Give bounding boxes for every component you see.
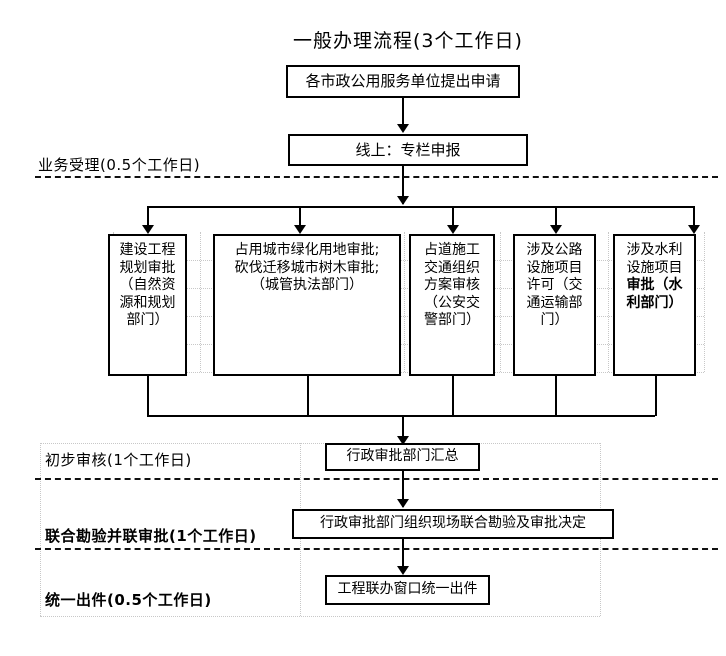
grid-guide-horizontal <box>40 616 600 617</box>
node-parallel-water: 涉及水利 设施项目 审批（水 利部门） <box>613 234 696 376</box>
connector-apply-to-online <box>402 98 404 125</box>
connector-survey-to-output <box>402 539 404 573</box>
connector-merge-to-summary <box>402 415 404 445</box>
line: 设施项目 <box>626 259 683 276</box>
node-parallel-highway-label: 涉及公路 设施项目 许可（交 通运输部 门） <box>519 242 590 330</box>
node-parallel-traffic: 占道施工 交通组织 方案审核 （公安交 警部门） <box>409 234 495 376</box>
line: （公安交 <box>424 294 480 311</box>
line: 源和规划 <box>119 294 176 311</box>
line: 方案审核 <box>424 277 480 293</box>
line: 部门） <box>126 312 169 328</box>
node-apply-label: 各市政公用服务单位提出申请 <box>305 72 501 91</box>
fanout-drop-highway <box>555 206 557 232</box>
grid-guide-vertical <box>704 232 705 372</box>
arrowhead-apply-to-online <box>397 124 409 133</box>
node-output: 工程联办窗口统一出件 <box>325 575 490 605</box>
line: 审批（水 <box>626 277 683 293</box>
merge-bus <box>147 415 655 417</box>
grid-guide-vertical <box>40 443 41 616</box>
grid-guide-horizontal <box>40 443 600 444</box>
grid-guide-vertical <box>608 232 609 372</box>
arrowhead-merge-to-summary <box>397 436 409 445</box>
merge-riser-traffic <box>452 376 454 416</box>
arrowhead-online-to-fanout <box>397 196 409 205</box>
line: 通运输部 <box>526 294 583 311</box>
node-survey-label: 行政审批部门组织现场联合勘验及审批决定 <box>320 515 586 532</box>
arrowhead-survey-to-output <box>397 566 409 575</box>
node-parallel-water-label: 涉及水利 设施项目 审批（水 利部门） <box>619 242 690 312</box>
node-parallel-planning-label: 建设工程 规划审批 （自然资 源和规划 部门） <box>114 242 181 330</box>
stage-label-joint: 联合勘验并联审批(1个工作日) <box>45 527 257 545</box>
line: （城管执法部门） <box>251 277 363 293</box>
node-summary-label: 行政审批部门汇总 <box>346 448 459 465</box>
merge-riser-highway <box>555 376 557 416</box>
node-online-label: 线上：专栏申报 <box>355 140 461 159</box>
grid-guide-vertical <box>404 232 405 372</box>
stage-separator-joint <box>35 548 718 550</box>
grid-guide-vertical <box>500 232 501 372</box>
node-parallel-greening-label: 占用城市绿化用地审批; 砍伐迁移城市树木审批; （城管执法部门） <box>219 242 395 295</box>
fanout-drop-traffic <box>452 206 454 232</box>
fanout-drop-planning <box>147 206 149 232</box>
line: 涉及水利 <box>626 242 683 258</box>
node-parallel-traffic-label: 占道施工 交通组织 方案审核 （公安交 警部门） <box>415 242 489 330</box>
arrowhead-fanout-greening <box>294 225 306 234</box>
arrowhead-fanout-water <box>688 225 700 234</box>
node-online: 线上：专栏申报 <box>288 134 528 166</box>
line: （自然资 <box>119 277 176 293</box>
node-output-label: 工程联办窗口统一出件 <box>337 581 478 598</box>
merge-riser-planning <box>147 376 149 416</box>
stage-label-intake: 业务受理(0.5个工作日) <box>38 156 201 174</box>
line: 警部门） <box>424 312 480 328</box>
node-parallel-planning: 建设工程 规划审批 （自然资 源和规划 部门） <box>108 234 187 376</box>
diagram-title: 一般办理流程(3个工作日) <box>293 30 523 52</box>
line: 砍伐迁移城市树木审批; <box>234 259 380 276</box>
line: 设施项目 <box>526 259 583 276</box>
grid-guide-horizontal <box>113 260 704 261</box>
node-survey: 行政审批部门组织现场联合勘验及审批决定 <box>292 509 614 539</box>
grid-guide-horizontal <box>113 344 704 345</box>
fanout-bus <box>147 206 693 208</box>
line: 涉及公路 <box>526 242 583 258</box>
node-summary: 行政审批部门汇总 <box>325 443 480 471</box>
line: 许可（交 <box>526 277 583 293</box>
merge-riser-water <box>655 376 657 416</box>
connector-summary-to-survey <box>402 471 404 507</box>
line: 门） <box>540 312 569 328</box>
line: 利部门） <box>626 294 683 311</box>
grid-guide-horizontal <box>113 372 704 373</box>
line: 规划审批 <box>119 259 176 276</box>
node-parallel-highway: 涉及公路 设施项目 许可（交 通运输部 门） <box>513 234 596 376</box>
connector-online-to-fanout <box>402 166 404 204</box>
line: 交通组织 <box>424 259 480 276</box>
node-apply: 各市政公用服务单位提出申请 <box>286 65 520 98</box>
arrowhead-fanout-highway <box>550 225 562 234</box>
grid-guide-horizontal <box>113 316 704 317</box>
arrowhead-fanout-traffic <box>447 225 459 234</box>
grid-guide-horizontal <box>113 288 704 289</box>
fanout-drop-water <box>693 206 695 232</box>
grid-guide-vertical <box>200 232 201 372</box>
arrowhead-summary-to-survey <box>397 499 409 508</box>
fanout-drop-greening <box>299 206 301 232</box>
stage-label-issue: 统一出件(0.5个工作日) <box>45 591 212 609</box>
arrowhead-fanout-planning <box>142 225 154 234</box>
stage-label-review: 初步审核(1个工作日) <box>45 451 192 469</box>
merge-riser-greening <box>307 376 309 416</box>
node-parallel-greening: 占用城市绿化用地审批; 砍伐迁移城市树木审批; （城管执法部门） <box>213 234 401 376</box>
stage-separator-intake <box>35 176 718 178</box>
line: 占道施工 <box>424 242 480 258</box>
line: 建设工程 <box>119 242 176 258</box>
stage-separator-review <box>35 478 718 480</box>
line: 占用城市绿化用地审批; <box>234 242 380 258</box>
